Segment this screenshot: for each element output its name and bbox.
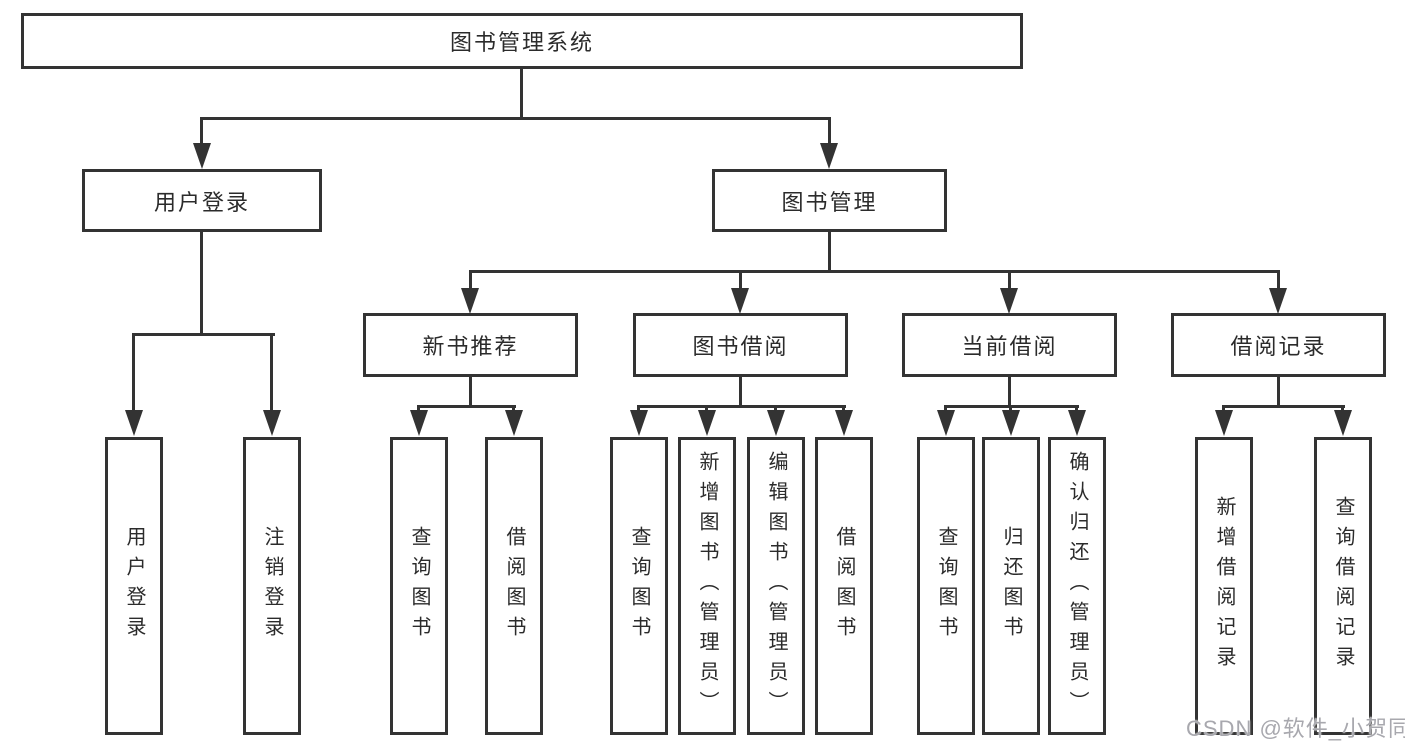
leaf-label: 确认归还（管理员） [1066,451,1088,721]
node-label: 图书管理 [781,189,878,215]
arrow-down-icon [731,288,749,314]
leaf-label: 查询借阅记录 [1332,496,1354,676]
leaf-user-login: 用户登录 [105,437,163,735]
leaf-label: 注销登录 [261,526,283,646]
connector-line [1008,270,1011,292]
arrow-down-icon [1000,288,1018,314]
leaf-br-query-borrow-record: 查询借阅记录 [1314,437,1372,735]
connector-line [944,405,947,413]
leaf-bb-query-books: 查询图书 [610,437,668,735]
arrow-down-icon [698,410,716,436]
connector-line [132,333,275,336]
connector-line [200,117,831,120]
connector-line [637,405,846,408]
node-book-management: 图书管理 [712,169,947,232]
connector-line [200,117,203,145]
connector-line [705,405,708,413]
arrow-down-icon [505,410,523,436]
arrow-down-icon [461,288,479,314]
node-current-borrowing: 当前借阅 [902,313,1117,377]
node-label: 用户登录 [153,189,250,215]
leaf-nb-borrow-books: 借阅图书 [485,437,543,735]
leaf-label: 归还图书 [1000,526,1022,646]
arrow-down-icon [820,143,838,169]
leaf-br-add-borrow-record: 新增借阅记录 [1195,437,1253,735]
arrow-down-icon [263,410,281,436]
connector-line [469,270,1280,273]
node-label: 当前借阅 [961,334,1058,359]
node-new-book-recommendation: 新书推荐 [363,313,578,377]
leaf-bb-add-books-admin: 新增图书（管理员） [678,437,736,735]
arrow-down-icon [937,410,955,436]
leaf-bb-borrow-books: 借阅图书 [815,437,873,735]
arrow-down-icon [835,410,853,436]
connector-line [739,377,742,408]
connector-line [842,405,845,413]
leaf-label: 新增图书（管理员） [696,451,718,721]
watermark: CSDN @软件_小贺同学 [1186,716,1405,741]
connector-line [828,232,831,273]
connector-line [1008,377,1011,408]
node-borrowing-records: 借阅记录 [1171,313,1386,377]
connector-line [1009,405,1012,413]
arrow-down-icon [410,410,428,436]
connector-line [469,270,472,292]
connector-line [417,405,420,413]
arrow-down-icon [1269,288,1287,314]
leaf-logout: 注销登录 [243,437,301,735]
arrow-down-icon [630,410,648,436]
arrow-down-icon [193,143,211,169]
leaf-label: 查询图书 [935,526,957,646]
connector-line [1222,405,1345,408]
arrow-down-icon [125,410,143,436]
leaf-label: 查询图书 [408,526,430,646]
connector-line [512,405,515,413]
leaf-cb-query-books: 查询图书 [917,437,975,735]
leaf-label: 借阅图书 [833,526,855,646]
connector-line [132,333,135,411]
connector-line [270,333,273,411]
leaf-label: 查询图书 [628,526,650,646]
leaf-label: 用户登录 [123,526,145,646]
leaf-cb-confirm-return-admin: 确认归还（管理员） [1048,437,1106,735]
arrow-down-icon [1002,410,1020,436]
node-library-management-system: 图书管理系统 [21,13,1023,69]
arrow-down-icon [1215,410,1233,436]
leaf-nb-query-books: 查询图书 [390,437,448,735]
connector-line [200,232,203,336]
node-label: 新书推荐 [422,334,519,359]
connector-line [1341,405,1344,413]
node-label: 借阅记录 [1230,334,1327,359]
connector-line [637,405,640,413]
connector-line [417,405,516,408]
node-label: 图书借阅 [692,334,789,359]
connector-line [1222,405,1225,413]
connector-line [1277,377,1280,408]
leaf-label: 借阅图书 [503,526,525,646]
connector-line [828,117,831,145]
node-book-borrowing: 图书借阅 [633,313,848,377]
arrow-down-icon [767,410,785,436]
leaf-bb-edit-books-admin: 编辑图书（管理员） [747,437,805,735]
leaf-label: 编辑图书（管理员） [765,451,787,721]
node-user-login: 用户登录 [82,169,322,232]
arrow-down-icon [1068,410,1086,436]
leaf-cb-return-books: 归还图书 [982,437,1040,735]
connector-line [739,270,742,292]
node-label: 图书管理系统 [449,30,594,55]
connector-line [774,405,777,413]
connector-line [520,67,523,119]
connector-line [1277,270,1280,292]
leaf-label: 新增借阅记录 [1213,496,1235,676]
connector-line [1075,405,1078,413]
arrow-down-icon [1334,410,1352,436]
connector-line [469,377,472,408]
